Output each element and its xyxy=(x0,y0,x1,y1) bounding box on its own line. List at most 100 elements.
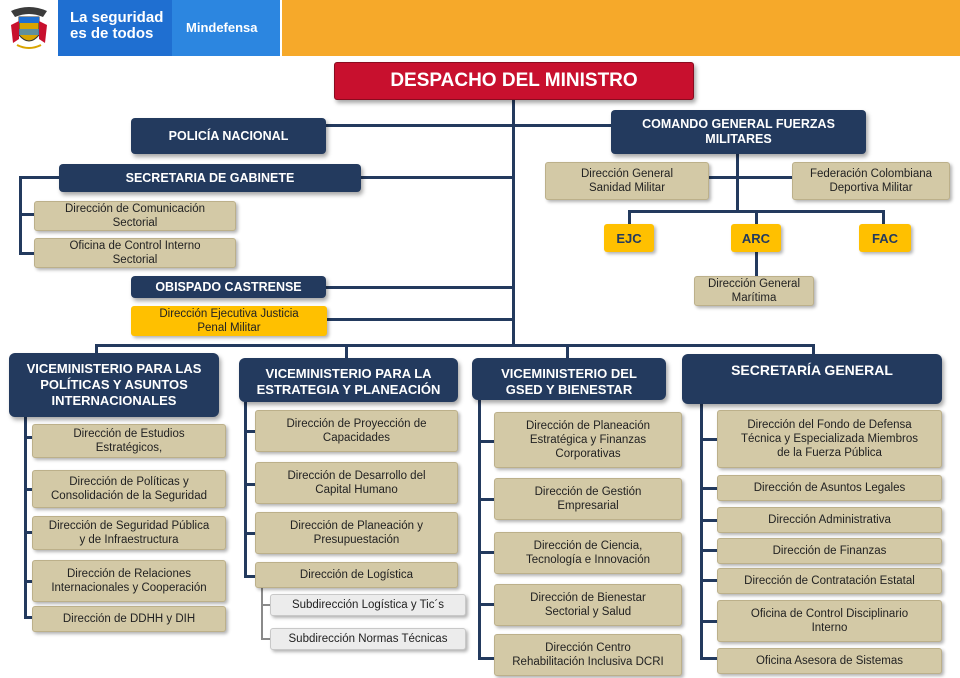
col4-item-administrativa: Dirección Administrativa xyxy=(717,507,942,533)
secretaria-general-header: SECRETARÍA GENERAL xyxy=(682,354,942,404)
col2-item1-line2: Capacidades xyxy=(322,432,391,444)
col1-title-line-3: INTERNACIONALES xyxy=(51,393,177,408)
justicia-line-2: Penal Militar xyxy=(197,322,261,334)
header-orange-band xyxy=(282,0,960,56)
control-interno-sectorial-box: Oficina de Control Interno Sectorial xyxy=(34,238,236,268)
col3-item1-line2: Estratégica y Finanzas xyxy=(529,434,647,446)
col2-item1-line1: Dirección de Proyección de xyxy=(286,418,427,430)
col3-item-bienestar: Dirección de Bienestar Sectorial y Salud xyxy=(494,584,682,626)
col2-item2-line1: Dirección de Desarrollo del xyxy=(287,470,426,482)
col2-item-proyeccion: Dirección de Proyección de Capacidades xyxy=(255,410,458,452)
col3-item2-line1: Dirección de Gestión xyxy=(534,486,642,498)
viceministerio-estrategia-header: VICEMINISTERIO PARA LA ESTRATEGIA Y PLAN… xyxy=(239,358,458,402)
col3-item-planeacion-estrategica: Dirección de Planeación Estratégica y Fi… xyxy=(494,412,682,468)
col1-item5-line1: Dirección de DDHH y DIH xyxy=(62,613,196,625)
coat-of-arms-logo xyxy=(0,0,58,56)
col3-item-dcri: Dirección Centro Rehabilitación Inclusiv… xyxy=(494,634,682,676)
col4-item-finanzas: Dirección de Finanzas xyxy=(717,538,942,564)
col4-item-asuntos-legales: Dirección de Asuntos Legales xyxy=(717,475,942,501)
col3-title-line-2: GSED Y BIENESTAR xyxy=(505,382,633,397)
federacion-deportiva-box: Federación Colombiana Deportiva Militar xyxy=(792,162,950,200)
secretaria-gabinete-box: SECRETARIA DE GABINETE xyxy=(59,164,361,192)
justicia-line-1: Dirección Ejecutiva Justicia xyxy=(159,308,299,320)
col3-item5-line1: Dirección Centro xyxy=(545,642,631,654)
maritima-line-1: Dirección General xyxy=(707,278,801,290)
federacion-line-1: Federación Colombiana xyxy=(809,168,933,180)
col4-title-line-1: SECRETARÍA GENERAL xyxy=(731,362,893,378)
col4-item7-line1: Oficina Asesora de Sistemas xyxy=(755,655,903,667)
col4-item-contratacion: Dirección de Contratación Estatal xyxy=(717,568,942,594)
col1-title-line-2: POLÍTICAS Y ASUNTOS xyxy=(40,377,188,392)
col4-item6-line1: Oficina de Control Disciplinario xyxy=(750,608,909,620)
col4-item5-line1: Dirección de Contratación Estatal xyxy=(744,575,915,587)
col3-item1-line1: Dirección de Planeación xyxy=(525,420,651,432)
brand-line-2: es de todos xyxy=(70,25,154,42)
col4-item-sistemas: Oficina Asesora de Sistemas xyxy=(717,648,942,674)
col1-item2-line1: Dirección de Políticas y xyxy=(69,476,189,488)
col1-item-seguridad-publica: Dirección de Seguridad Pública y de Infr… xyxy=(32,516,226,550)
col4-item1-line3: de la Fuerza Pública xyxy=(777,447,882,459)
col2-item3-line2: Presupuestación xyxy=(313,534,400,546)
col1-title-line-1: VICEMINISTERIO PARA LAS xyxy=(26,361,202,376)
arc-box: ARC xyxy=(731,224,781,252)
brand-line-1: La seguridad xyxy=(70,9,164,26)
col3-item4-line2: Sectorial y Salud xyxy=(544,606,632,618)
maritima-line-2: Marítima xyxy=(731,292,777,304)
policia-nacional-box: POLICÍA NACIONAL xyxy=(131,118,326,154)
col2-item-presupuestacion: Dirección de Planeación y Presupuestació… xyxy=(255,512,458,554)
col4-item6-line2: Interno xyxy=(811,622,848,634)
col2-item4-line1: Dirección de Logística xyxy=(299,569,414,581)
comando-line-1: COMANDO GENERAL FUERZAS xyxy=(642,117,835,131)
comando-general-box: COMANDO GENERAL FUERZAS MILITARES xyxy=(611,110,866,154)
col3-item4-line1: Dirección de Bienestar xyxy=(530,592,646,604)
col4-item4-line1: Dirección de Finanzas xyxy=(772,545,887,557)
fac-box: FAC xyxy=(859,224,911,252)
ejc-box: EJC xyxy=(604,224,654,252)
viceministerio-gsed-header: VICEMINISTERIO DEL GSED Y BIENESTAR xyxy=(472,358,666,400)
comando-line-2: MILITARES xyxy=(705,132,772,146)
control-line-1: Oficina de Control Interno xyxy=(69,240,201,252)
sanidad-line-2: Sanidad Militar xyxy=(588,182,666,194)
col1-item-estudios: Dirección de Estudios Estratégicos, xyxy=(32,424,226,458)
col3-item2-line2: Empresarial xyxy=(557,500,619,512)
col3-title-line-1: VICEMINISTERIO DEL xyxy=(501,366,637,381)
ministry-label: Mindefensa xyxy=(172,0,280,56)
col1-item1-line1: Dirección de Estudios xyxy=(73,428,185,440)
col4-item1-line2: Técnica y Especializada Miembros xyxy=(740,433,919,445)
col1-item4-line2: Internacionales y Cooperación xyxy=(51,582,207,594)
col2-sub-logistica-tics: Subdirección Logística y Tic´s xyxy=(270,594,466,616)
control-line-2: Sectorial xyxy=(112,254,158,266)
col4-item-fondo-defensa: Dirección del Fondo de Defensa Técnica y… xyxy=(717,410,942,468)
brand-slogan: La seguridad es de todos xyxy=(58,0,172,56)
federacion-line-2: Deportiva Militar xyxy=(829,182,913,194)
col4-item2-line1: Dirección de Asuntos Legales xyxy=(753,482,906,494)
maritima-box: Dirección General Marítima xyxy=(694,276,814,306)
col4-item3-line1: Dirección Administrativa xyxy=(768,514,891,526)
justicia-penal-militar-box: Dirección Ejecutiva Justicia Penal Milit… xyxy=(131,306,327,336)
despacho-del-ministro-box: DESPACHO DEL MINISTRO xyxy=(334,62,694,100)
comunicacion-line-1: Dirección de Comunicación xyxy=(65,203,205,215)
col3-item1-line3: Corporativas xyxy=(555,448,621,460)
col3-item-ciencia: Dirección de Ciencia, Tecnología e Innov… xyxy=(494,532,682,574)
col2-title-line-1: VICEMINISTERIO PARA LA xyxy=(265,366,432,381)
col2-item2-line2: Capital Humano xyxy=(315,484,398,496)
col3-item3-line2: Tecnología e Innovación xyxy=(525,554,651,566)
col2-item-capital-humano: Dirección de Desarrollo del Capital Huma… xyxy=(255,462,458,504)
col4-item1-line1: Dirección del Fondo de Defensa xyxy=(747,419,912,431)
col1-item-politicas: Dirección de Políticas y Consolidación d… xyxy=(32,470,226,508)
viceministerio-politicas-header: VICEMINISTERIO PARA LAS POLÍTICAS Y ASUN… xyxy=(9,353,219,417)
coat-of-arms-icon xyxy=(11,7,47,49)
col1-item3-line1: Dirección de Seguridad Pública xyxy=(48,520,210,532)
col4-item-control-disciplinario: Oficina de Control Disciplinario Interno xyxy=(717,600,942,642)
col1-item1-line2: Estratégicos, xyxy=(95,442,163,454)
col3-item-gestion-empresarial: Dirección de Gestión Empresarial xyxy=(494,478,682,520)
col1-item-ddhh: Dirección de DDHH y DIH xyxy=(32,606,226,632)
col1-item2-line2: Consolidación de la Seguridad xyxy=(51,490,207,502)
sanidad-militar-box: Dirección General Sanidad Militar xyxy=(545,162,709,200)
col1-item-relaciones: Dirección de Relaciones Internacionales … xyxy=(32,560,226,602)
col2-title-line-2: ESTRATEGIA Y PLANEACIÓN xyxy=(256,382,441,397)
col1-item3-line2: y de Infraestructura xyxy=(79,534,179,546)
col1-item4-line1: Dirección de Relaciones xyxy=(66,568,191,580)
comunicacion-sectorial-box: Dirección de Comunicación Sectorial xyxy=(34,201,236,231)
col2-sub-normas-tecnicas: Subdirección Normas Técnicas xyxy=(270,628,466,650)
